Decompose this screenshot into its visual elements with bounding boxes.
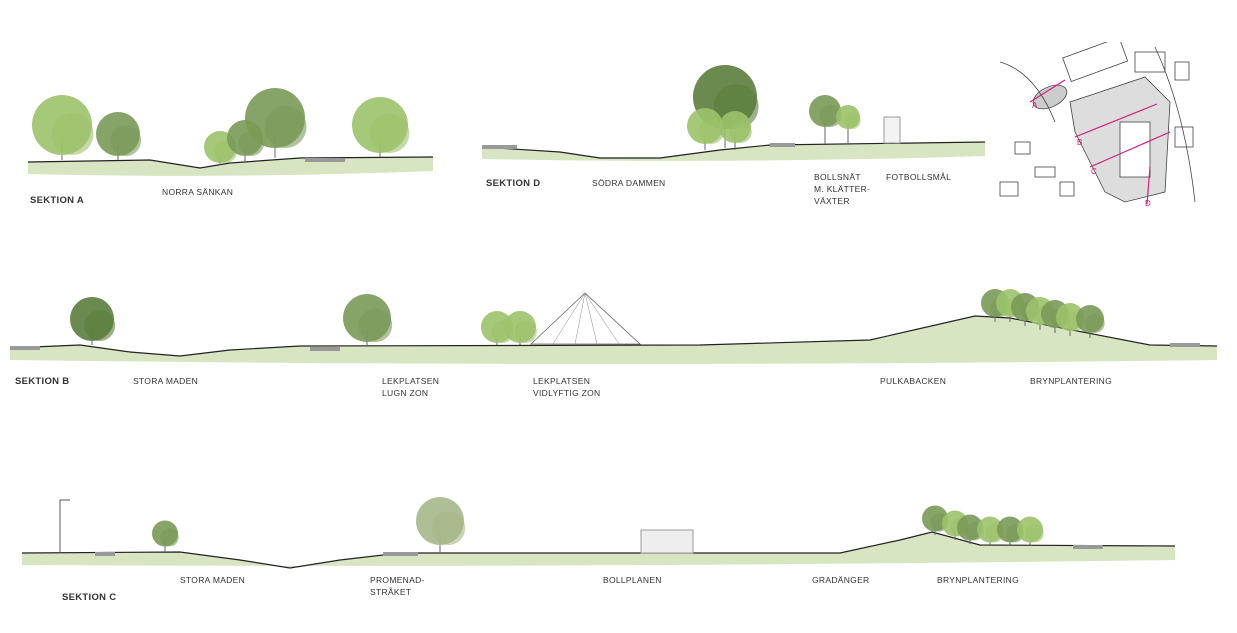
map-marker-b: B <box>1077 138 1083 147</box>
pyramid-rope <box>584 292 620 345</box>
label-stora-maden-b: STORA MADEN <box>133 376 199 386</box>
map-marker-a: A <box>1032 101 1038 110</box>
label-stora-maden-c: STORA MADEN <box>180 575 246 585</box>
label-fotbollsmal: FOTBOLLSMÅL <box>886 172 952 182</box>
tree-canopy <box>843 112 861 129</box>
label-promenadstraket: PROMENAD- STRÅKET <box>370 575 425 597</box>
tree-canopy <box>84 310 116 341</box>
key-map: A B C D <box>995 36 1200 208</box>
pyramid-rope <box>584 292 598 345</box>
section-c-ground-line <box>21 531 1176 569</box>
path-surface <box>1170 343 1200 347</box>
key-map-drawing <box>999 36 1196 205</box>
label-brynplantering-b: BRYNPLANTERING <box>1030 376 1112 386</box>
section-d-title: SEKTION D <box>486 178 541 189</box>
label-bollsnat: BOLLSNÄT M. KLÄTTER- VÄXTER <box>814 172 871 206</box>
section-a-ground-line <box>27 156 434 169</box>
tree-canopy <box>1025 524 1044 543</box>
tree-canopy <box>431 511 466 545</box>
tree-canopy <box>1085 313 1105 334</box>
path-surface <box>310 347 340 351</box>
path-surface <box>95 552 115 556</box>
map-marker-d: D <box>1145 199 1151 208</box>
tree-canopy <box>51 113 94 155</box>
path-surface <box>305 158 345 162</box>
section-d-ground-fill <box>482 142 985 161</box>
label-brynplantering-c: BRYNPLANTERING <box>937 575 1019 585</box>
tree-canopy <box>264 106 307 148</box>
pyramid-rope <box>552 292 586 345</box>
section-c-title: SEKTION C <box>62 592 117 603</box>
tree-canopy <box>698 118 724 144</box>
path-surface <box>1073 545 1103 549</box>
label-pulkabacken: PULKABACKEN <box>880 376 947 386</box>
map-marker-c: C <box>1091 167 1097 176</box>
label-norra-sankan: NORRA SÄNKAN <box>162 187 234 197</box>
path-surface <box>383 552 418 556</box>
pyramid-rope <box>574 292 586 345</box>
tree-canopy <box>110 125 142 156</box>
climbing-pyramid <box>529 292 642 345</box>
section-c-ground-fill <box>22 532 1175 568</box>
section-a-title: SEKTION A <box>30 195 85 206</box>
ball-goal <box>640 529 694 554</box>
tree-canopy <box>370 113 410 153</box>
section-b-ground-fill <box>10 316 1217 364</box>
path-surface <box>10 346 40 350</box>
path-surface <box>482 145 517 149</box>
tree-canopy <box>819 104 842 128</box>
path-surface <box>770 143 795 147</box>
tree-canopy <box>358 308 393 343</box>
label-lekplatsen-vidlyftig: LEKPLATSEN VIDLYFTIG ZON <box>533 376 601 398</box>
label-bollplanen: BOLLPLANEN <box>603 575 662 585</box>
label-lekplatsen-lugn: LEKPLATSEN LUGN ZON <box>382 376 440 398</box>
tree-canopy <box>160 528 179 547</box>
tree-canopy <box>514 320 537 343</box>
label-sodra-dammen: SÖDRA DAMMEN <box>592 178 666 188</box>
section-b-title: SEKTION B <box>15 376 70 387</box>
football-goal <box>883 116 901 144</box>
label-gradanger: GRADÄNGER <box>812 575 870 585</box>
tree-canopy <box>729 120 752 143</box>
